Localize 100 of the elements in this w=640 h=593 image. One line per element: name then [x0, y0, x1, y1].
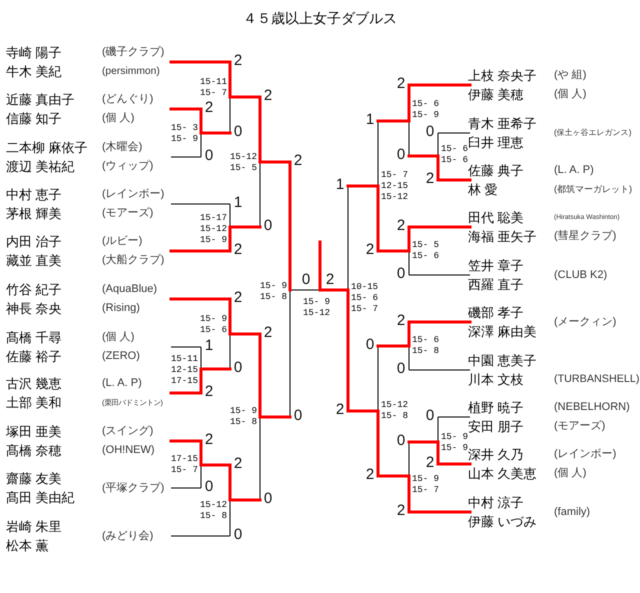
club-name: (ウィップ) — [102, 158, 154, 174]
player-name: 中村 恵子 — [6, 186, 63, 204]
player-name: 渡辺 美祐紀 — [6, 158, 76, 176]
game-score: 2 — [396, 312, 406, 330]
player-name: 磯部 孝子 — [468, 304, 525, 322]
set-score: 15- 6 — [441, 144, 468, 155]
set-score: 15- 7 — [412, 485, 440, 496]
set-score: 15- 8 — [381, 411, 408, 422]
set-score: 12-15 — [170, 364, 198, 376]
game-score: 2 — [232, 241, 244, 259]
game-score: 0 — [204, 147, 214, 165]
game-score: 0 — [262, 217, 274, 235]
set-score: 15- 9 — [303, 297, 330, 308]
club-name: (NEBELHORN) — [554, 400, 631, 416]
player-name: 伊藤 いづみ — [468, 513, 538, 531]
player-name: 髙橋 千尋 — [6, 329, 63, 347]
club-name: (スイング) — [102, 424, 154, 440]
player-name: 土部 美和 — [6, 394, 63, 412]
player-name: 田代 聡美 — [468, 209, 525, 227]
game-score: 1 — [364, 111, 376, 129]
club-name: (OH!NEW) — [102, 443, 156, 458]
player-name: 海福 亜矢子 — [468, 228, 538, 246]
player-name: 二本柳 麻依子 — [6, 139, 89, 157]
set-score: 15- 5 — [228, 163, 257, 174]
club-name: (保土ヶ谷エレガンス) — [554, 126, 632, 139]
player-name: 松本 薫 — [6, 537, 50, 555]
set-score: 15- 6 — [351, 292, 378, 304]
player-name: 川本 文枝 — [468, 371, 525, 389]
game-score: 0 — [364, 336, 376, 354]
set-score: 15-17 — [198, 212, 227, 224]
player-name: 牛木 美紀 — [6, 63, 63, 81]
club-name: (モアーズ) — [554, 419, 606, 434]
set-score: 15- 5 — [412, 240, 440, 251]
set-score: 15-12 — [381, 192, 408, 202]
set-score: 15- 6 — [412, 335, 440, 346]
set-score: 12-15 — [381, 180, 408, 192]
game-score: 0 — [396, 432, 406, 450]
club-name: (persimmon) — [102, 64, 161, 79]
game-score: 2 — [232, 289, 244, 307]
player-name: 中村 涼子 — [468, 494, 525, 512]
game-score: 0 — [396, 265, 406, 283]
game-score: 0 — [300, 271, 312, 289]
club-name: (メークィン) — [554, 314, 618, 330]
player-name: 髙橋 奈穂 — [6, 442, 63, 460]
game-score: 0 — [232, 526, 244, 544]
set-score: 15- 6 — [412, 251, 440, 262]
set-score: 15-11 — [198, 77, 227, 88]
player-name: 古沢 幾恵 — [6, 375, 63, 393]
player-name: 藏並 直美 — [6, 252, 63, 270]
player-name: 深澤 麻由美 — [468, 323, 538, 341]
player-name: 近藤 真由子 — [6, 91, 76, 109]
game-score: 2 — [232, 52, 244, 70]
title: ４５歳以上女子ダブルス — [243, 9, 397, 27]
game-score: 0 — [292, 407, 304, 425]
set-score: 15- 9 — [441, 432, 468, 443]
player-name: 笠井 章子 — [468, 257, 525, 275]
player-name: 佐藤 典子 — [468, 162, 525, 180]
club-name: (木曜会) — [102, 140, 144, 156]
club-name: (TURBANSHELL) — [554, 372, 640, 388]
game-score: 2 — [232, 455, 244, 473]
game-score: 2 — [424, 170, 436, 188]
set-score: 15- 9 — [441, 443, 468, 453]
player-name: 神長 奈央 — [6, 300, 63, 318]
club-name: (大船クラブ) — [102, 252, 166, 268]
club-name: (L. A. P) — [102, 376, 143, 392]
player-name: 内田 治子 — [6, 233, 63, 251]
set-score: 15- 9 — [412, 110, 440, 121]
club-name: (レインボー) — [102, 187, 166, 202]
game-score: 2 — [292, 152, 304, 170]
player-name: 植野 暁子 — [468, 399, 525, 417]
player-name: 青木 亜希子 — [468, 115, 538, 133]
club-name: (みどり会) — [102, 528, 154, 544]
player-name: 茅根 輝美 — [6, 205, 63, 223]
game-score: 2 — [424, 454, 436, 472]
club-name: (L. A. P) — [554, 163, 595, 178]
player-name: 信藤 知子 — [6, 110, 63, 128]
set-score: 15- 9 — [258, 281, 287, 292]
game-score: 2 — [396, 502, 406, 520]
game-score: 2 — [204, 99, 214, 117]
set-score: 15- 9 — [198, 234, 227, 246]
player-name: 山本 久美恵 — [468, 465, 538, 483]
club-name: (個 人) — [102, 111, 136, 126]
player-name: 伊藤 美穂 — [468, 86, 525, 104]
club-name: (モアーズ) — [102, 206, 154, 222]
club-name: (磯子クラブ) — [102, 44, 166, 60]
player-name: 安田 朋子 — [468, 418, 525, 436]
set-score: 15-12 — [303, 308, 330, 319]
player-name: 上枝 奈央子 — [468, 67, 538, 85]
game-score: 2 — [364, 241, 376, 259]
set-score: 15- 6 — [441, 155, 468, 165]
game-score: 2 — [262, 87, 274, 105]
set-score: 17-15 — [170, 454, 198, 465]
player-name: 臼井 理恵 — [468, 134, 525, 152]
set-score: 15- 7 — [198, 88, 227, 99]
game-score: 1 — [232, 194, 244, 212]
game-score: 2 — [262, 324, 274, 342]
set-score: 15-12 — [381, 400, 408, 411]
player-name: 齋藤 友美 — [6, 470, 63, 488]
player-name: 佐藤 裕子 — [6, 348, 63, 366]
player-name: 西羅 直子 — [468, 276, 525, 294]
